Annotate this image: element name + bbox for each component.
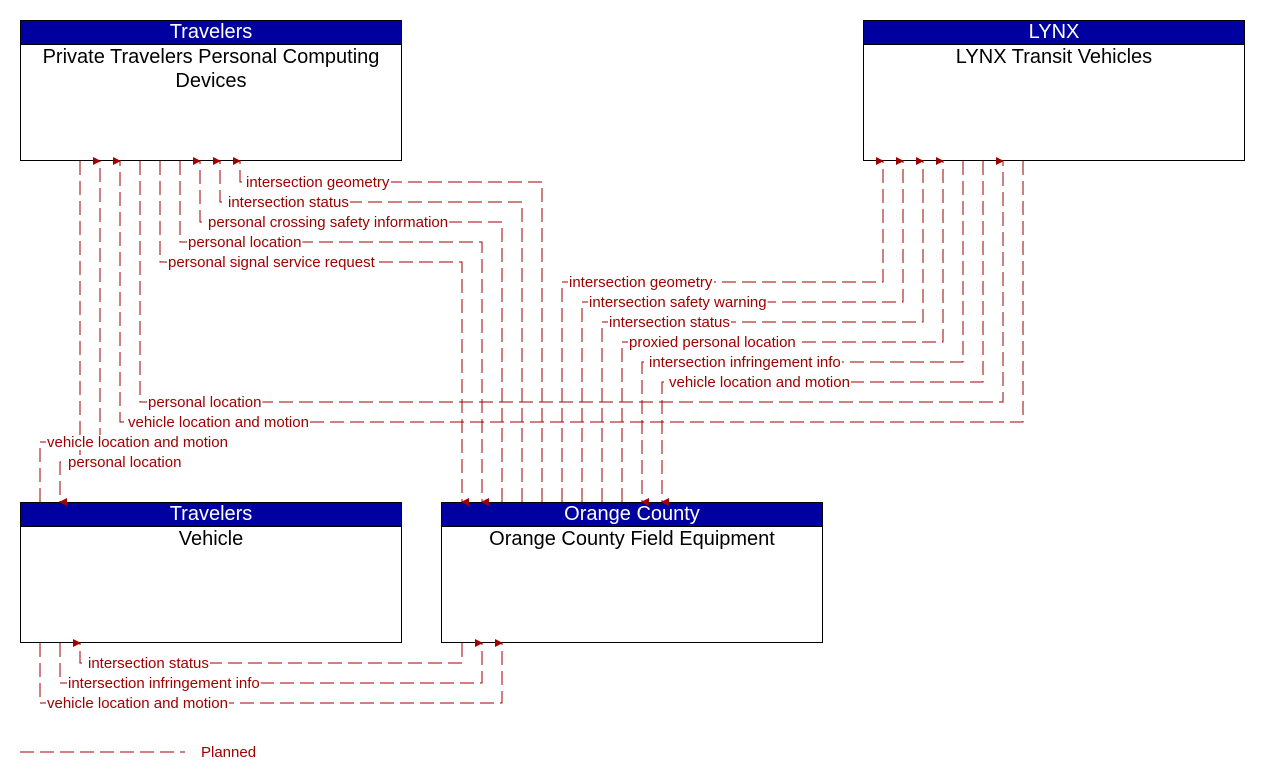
flow-label-backing — [648, 355, 842, 370]
flow-label-backing — [628, 335, 797, 350]
flow-line — [661, 161, 984, 506]
flow-line — [139, 157, 1004, 403]
flow-label-backing — [588, 295, 768, 310]
element-group-label: Travelers — [21, 21, 401, 45]
flow-label: vehicle location and motion — [128, 414, 309, 431]
flow-label-backing — [668, 375, 851, 390]
flow-line — [621, 157, 944, 502]
flow-label-backing — [227, 195, 350, 210]
flow-label: personal location — [148, 394, 261, 411]
flow-label-backing — [46, 696, 229, 711]
legend-planned-label: Planned — [201, 744, 256, 761]
flow-label: intersection status — [228, 194, 349, 211]
flow-line — [179, 161, 489, 506]
flow-label-backing — [67, 455, 183, 470]
flow-label: intersection status — [609, 314, 730, 331]
flow-label: intersection safety warning — [589, 294, 767, 311]
flow-label: vehicle location and motion — [669, 374, 850, 391]
flow-label: intersection infringement info — [649, 354, 841, 371]
element-group-label: LYNX — [864, 21, 1244, 45]
flow-label: personal location — [68, 454, 181, 471]
flow-line — [233, 157, 543, 502]
flow-label: vehicle location and motion — [47, 695, 228, 712]
flow-label: intersection infringement info — [68, 675, 260, 692]
element-group-label: Orange County — [442, 503, 822, 527]
element-vehicle[interactable]: Travelers Vehicle — [20, 502, 402, 643]
flow-label-backing — [167, 255, 377, 270]
flow-label: personal signal service request — [168, 254, 376, 271]
flow-label: intersection geometry — [569, 274, 713, 291]
flow-label-backing — [127, 415, 310, 430]
element-group-label: Travelers — [21, 503, 401, 527]
flow-label-backing — [187, 235, 303, 250]
flow-line — [213, 157, 523, 502]
flow-line — [73, 639, 463, 664]
element-name: LYNX Transit Vehicles — [955, 46, 1153, 68]
flow-label-backing — [608, 315, 731, 330]
flow-line — [581, 157, 904, 502]
flow-label-backing — [568, 275, 714, 290]
flow-label-backing — [245, 175, 391, 190]
flow-line — [561, 157, 884, 502]
flow-line — [113, 157, 1024, 423]
flow-label-backing — [67, 676, 261, 691]
element-private-travelers-devices[interactable]: Travelers Private Travelers Personal Com… — [20, 20, 402, 161]
flow-label-backing — [87, 656, 210, 671]
flow-label: intersection geometry — [246, 174, 390, 191]
flow-label: proxied personal location — [629, 334, 796, 351]
flow-line — [59, 639, 483, 684]
flow-line — [601, 157, 924, 502]
flow-label: personal location — [188, 234, 301, 251]
flow-label-backing — [46, 435, 229, 450]
element-name: Orange County Field Equipment — [489, 528, 775, 550]
flow-line — [641, 161, 964, 506]
element-name: Vehicle — [178, 528, 244, 550]
element-name: Private Travelers Personal Computing Dev… — [42, 46, 380, 92]
flow-label-backing — [207, 215, 450, 230]
flow-line — [39, 639, 503, 704]
element-orange-county-field-equipment[interactable]: Orange County Orange County Field Equipm… — [441, 502, 823, 643]
flow-line — [193, 157, 503, 502]
flow-label: intersection status — [88, 655, 209, 672]
flow-label-backing — [147, 395, 263, 410]
flow-label: personal crossing safety information — [208, 214, 448, 231]
element-lynx-transit-vehicles[interactable]: LYNX LYNX Transit Vehicles — [863, 20, 1245, 161]
flow-label: vehicle location and motion — [47, 434, 228, 451]
